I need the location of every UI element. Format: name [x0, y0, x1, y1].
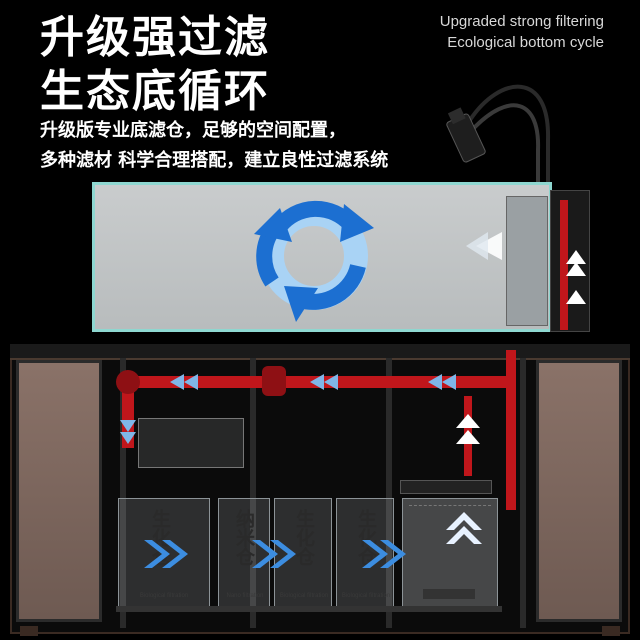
english-subtitle-1: Upgraded strong filtering [439, 13, 604, 30]
cabinet-top-rail [10, 344, 630, 360]
cabinet [10, 344, 630, 634]
headline-line-2: 生态底循环 [40, 66, 270, 117]
flow-arrow-left-icon [170, 374, 198, 390]
flow-arrow-up-icon [456, 414, 480, 444]
drip-tray [138, 418, 244, 468]
water-pump-icon [446, 107, 486, 163]
flow-arrow-down-icon [120, 420, 136, 444]
circular-arrows-icon [254, 200, 374, 322]
pump-cover [400, 480, 492, 494]
control-panel [409, 505, 491, 556]
sump-chamber: 纳米仓 Nano filtration [218, 498, 270, 608]
inflow-pipe-down [122, 376, 134, 448]
pump-chamber [402, 498, 498, 608]
english-subtitle-2: Ecological bottom cycle [447, 34, 604, 51]
sump-chamber: 生化仓 Biological filtration [274, 498, 332, 608]
up-arrow-icon [566, 250, 586, 304]
double-chevron-arrow-icon [252, 540, 296, 568]
chamber-label: 生化仓 [293, 509, 315, 566]
outflow-pipe-vertical [506, 350, 516, 510]
chamber-label: 纳米仓 [233, 509, 255, 566]
flow-arrow-icon [466, 232, 502, 260]
cabinet-door-right[interactable] [536, 360, 622, 622]
double-chevron-arrow-icon [362, 540, 406, 568]
cabinet-door-left[interactable] [16, 360, 102, 622]
headline-line-1: 升级强过滤 [40, 12, 270, 63]
pipe-joint [262, 366, 286, 396]
pump-base-label [423, 589, 475, 599]
pipe-elbow [116, 370, 140, 394]
flow-arrow-left-icon [428, 374, 456, 390]
flow-arrow-up-icon [446, 512, 482, 544]
description-line-2: 多种滤材 科学合理搭配，建立良性过滤系统 [40, 150, 389, 171]
cabinet-foot [20, 626, 38, 636]
chamber-sublabel: Biological filtration [341, 593, 391, 599]
chamber-label: 生化仓 [355, 509, 377, 566]
cabinet-foot [602, 626, 620, 636]
chamber-sublabel: Biological filtration [139, 593, 189, 599]
chamber-sublabel: Biological filtration [279, 593, 329, 599]
description-line-1: 升级版专业底滤仓，足够的空间配置， [40, 120, 346, 141]
cabinet-post [520, 358, 526, 628]
chamber-sublabel: Nano filtration [226, 593, 264, 599]
cabinet-post [250, 358, 256, 628]
cabinet-post [386, 358, 392, 628]
flow-arrow-left-icon [310, 374, 338, 390]
return-pipe-vertical [560, 200, 568, 330]
pump-hose [446, 84, 551, 200]
cabinet-post [120, 358, 126, 628]
double-chevron-arrow-icon [144, 540, 188, 568]
sump-base [116, 606, 502, 612]
overflow-box [506, 196, 548, 326]
